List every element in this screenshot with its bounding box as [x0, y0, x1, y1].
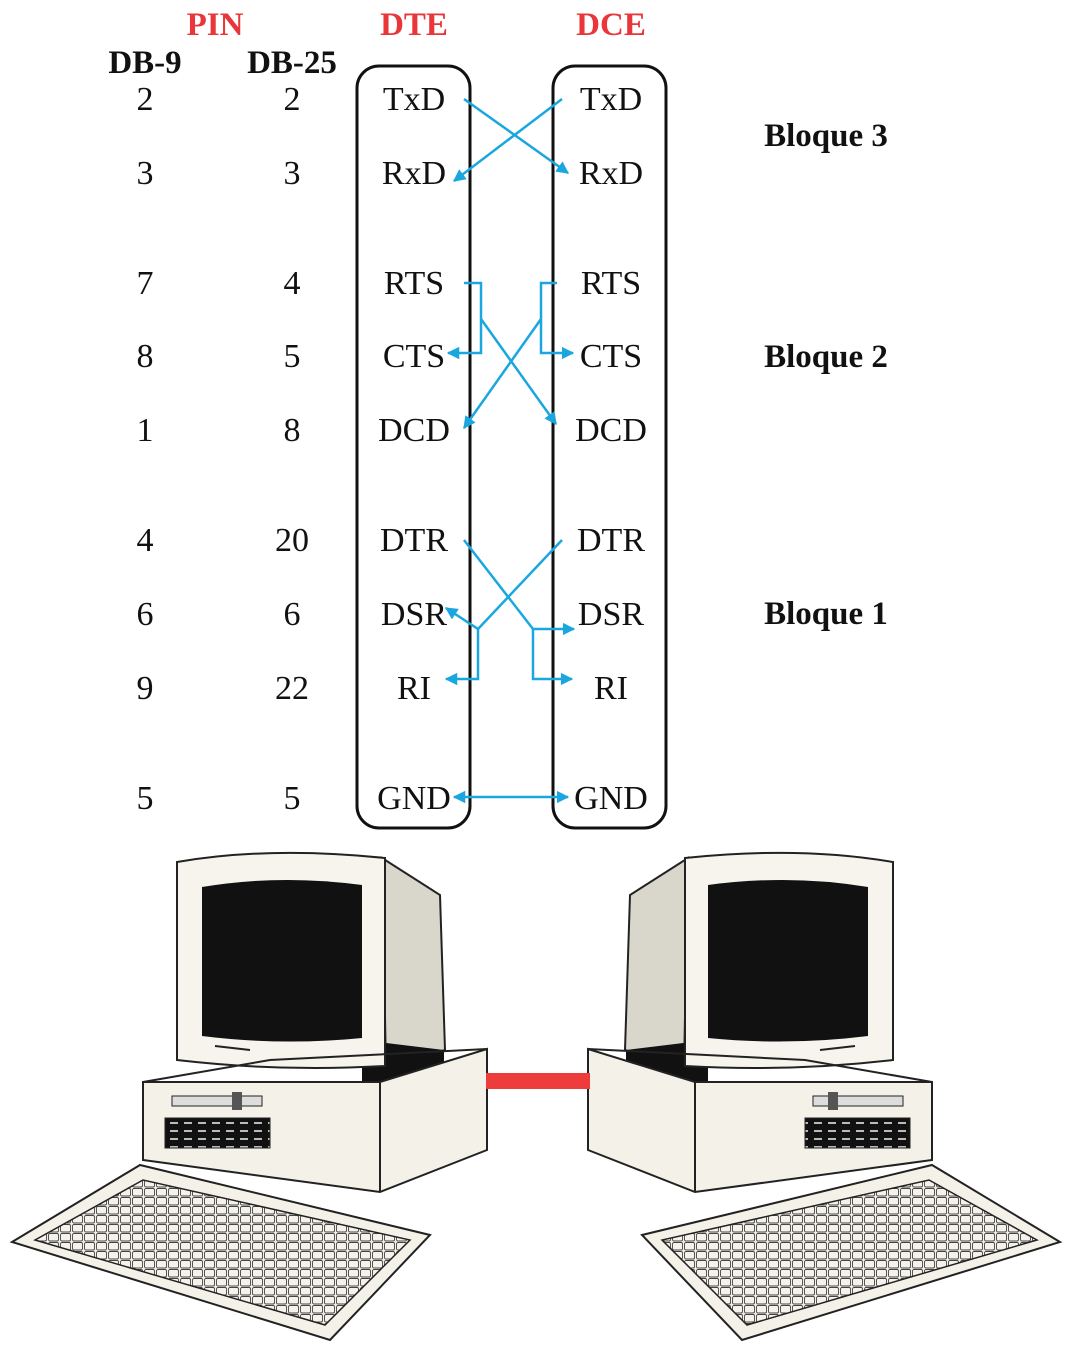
- db9-pin-ri: 9: [137, 670, 154, 707]
- dte-signal-txd: TxD: [383, 81, 445, 118]
- block-3-label: Bloque 3: [764, 118, 888, 154]
- dce-signal-rts: RTS: [581, 265, 641, 302]
- db9-pin-rxd: 3: [137, 155, 154, 192]
- db9-pin-dsr: 6: [137, 596, 154, 633]
- dce-signal-gnd: GND: [574, 780, 648, 817]
- wire-dte-rts-to-cts: [446, 281, 483, 360]
- db25-pin-dsr: 6: [284, 596, 301, 633]
- wire-dce-dtr-to-dte-dsr: [444, 539, 563, 631]
- db9-pin-cts: 8: [137, 338, 154, 375]
- dce-connector-box: [551, 64, 668, 830]
- dce-signal-cts: CTS: [580, 338, 642, 375]
- dce-signal-rxd: RxD: [579, 155, 643, 192]
- desktop-computer-icon: [9, 851, 488, 1342]
- wire-txd-to-rxd: [463, 97, 570, 175]
- wire-dce-rts-to-cts: [539, 281, 575, 360]
- wire-dte-rts-to-dce-dcd: [479, 318, 558, 426]
- dte-signal-ri: RI: [397, 670, 431, 707]
- dte-signal-gnd: GND: [377, 780, 451, 817]
- dce-signal-dsr: DSR: [578, 596, 644, 633]
- block-1-label: Bloque 1: [764, 596, 888, 632]
- db25-pin-rxd: 3: [284, 155, 301, 192]
- wire-dce-dtr-to-dte-ri: [444, 629, 480, 686]
- db25-pin-cts: 5: [284, 338, 301, 375]
- db9-pin-dtr: 4: [137, 522, 154, 559]
- dte-signal-rts: RTS: [384, 265, 444, 302]
- dce-signal-dtr: DTR: [577, 522, 645, 559]
- dce-header: DCE: [576, 7, 646, 43]
- db9-pin-gnd: 5: [137, 780, 154, 817]
- db9-pin-dcd: 1: [137, 412, 154, 449]
- db9-header: DB-9: [108, 45, 181, 81]
- db25-pin-dtr: 20: [275, 522, 309, 559]
- wire-dte-dtr-to-dce-ri: [531, 629, 574, 686]
- db9-pin-rts: 7: [137, 265, 154, 302]
- dte-signal-rxd: RxD: [382, 155, 446, 192]
- dte-signal-dsr: DSR: [381, 596, 447, 633]
- pin-header: PIN: [187, 7, 244, 43]
- wiring: [444, 97, 576, 804]
- wire-txd-to-rxd-reverse: [453, 98, 563, 182]
- db25-pin-ri: 22: [275, 670, 309, 707]
- desktop-computer-icon: [587, 851, 1063, 1342]
- db25-header: DB-25: [247, 45, 337, 81]
- dte-signal-dtr: DTR: [380, 522, 448, 559]
- dte-signal-cts: CTS: [383, 338, 445, 375]
- db25-pin-rts: 4: [284, 265, 301, 302]
- dce-signal-ri: RI: [594, 670, 628, 707]
- db25-pin-gnd: 5: [284, 780, 301, 817]
- db9-pin-txd: 2: [137, 81, 154, 118]
- db25-pin-txd: 2: [284, 81, 301, 118]
- block-2-label: Bloque 2: [764, 339, 888, 375]
- dte-header: DTE: [380, 7, 448, 43]
- dce-signal-dcd: DCD: [575, 412, 647, 449]
- wire-dce-rts-to-dte-dcd: [462, 318, 543, 430]
- dce-signal-txd: TxD: [580, 81, 642, 118]
- dte-signal-dcd: DCD: [378, 412, 450, 449]
- db25-pin-dcd: 8: [284, 412, 301, 449]
- serial-cable-link: [486, 1073, 590, 1089]
- dte-connector-box: [355, 64, 472, 830]
